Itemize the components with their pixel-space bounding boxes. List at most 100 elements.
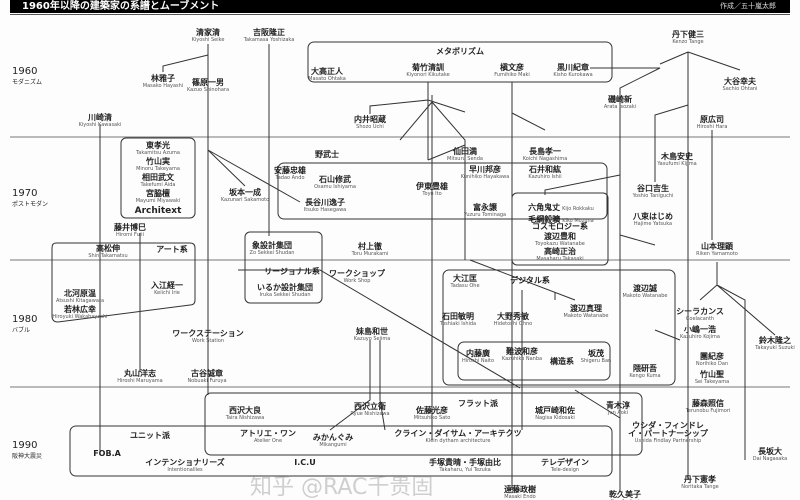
architect-name-en: Tadasu Ohe	[450, 283, 480, 289]
architect-name-jp: 清家清	[196, 28, 220, 37]
era-year: 1990	[12, 440, 38, 451]
architect-name-en: Kijo Rokkaku	[562, 206, 594, 212]
architect-name-jp: 高崎正治	[544, 247, 576, 256]
architect-name-jp: 竹山聖	[700, 370, 724, 379]
architect-name-en: Kiyoshi Kawasaki	[78, 122, 122, 128]
architect-name-en: Masato Ohtaka	[308, 76, 346, 82]
architect-name-jp: 石田敏明	[442, 312, 474, 321]
architect-name-en: Iruka Sekkei Shudan	[259, 292, 311, 298]
architext-box	[120, 137, 196, 219]
architect-name-en: Yuzuru Tominaga	[463, 212, 507, 218]
architect-name-jp: 毛綱毅曠	[528, 215, 561, 224]
architect-name-en: Dai Nagasaka	[752, 456, 788, 462]
architect-name-en: Toru Murakami	[351, 251, 389, 257]
group-label-flat: フラット派	[458, 399, 498, 408]
architect-name-en: Shin Takamatsu	[88, 253, 128, 259]
architect-name-jp: 長坂大	[757, 447, 782, 456]
architect-node: 乾久美子Kumiko Inui	[609, 491, 641, 500]
era-year: 1960	[12, 66, 38, 77]
architect-name-en: Sachio Ohtani	[722, 86, 758, 92]
architect-name-jp: 黒川紀章	[556, 63, 589, 72]
architect-name-en: Work Station	[191, 338, 225, 344]
architect-name-jp: 渡辺豊和	[543, 232, 576, 241]
era-name: モダニズム	[12, 79, 43, 86]
architect-name-jp: インテンショナリーズ	[145, 458, 225, 467]
architect-name-jp: 藤森照信	[692, 399, 724, 408]
architect-name-en: Masaki Endo	[504, 494, 536, 500]
architect-name-en: Kenzo Tange	[672, 39, 704, 45]
architect-name-en: Kisho Kurokawa	[553, 72, 593, 78]
architect-name-jp: 團紀彦	[699, 352, 724, 361]
architect-name-jp: クライン・ダイサム・アーキテクツ	[394, 429, 522, 438]
architect-name-jp: 相田武文	[141, 173, 174, 182]
architect-name-en: Kiyoshi Seike	[191, 37, 225, 43]
era-name: 阪神大震災	[12, 453, 43, 460]
architect-name-jp: 若林広幸	[63, 305, 96, 314]
architect-name-jp: 坂茂	[588, 349, 604, 358]
architect-name-en: Takaharu, Yui Tezuka	[439, 467, 491, 473]
architect-name-jp: 石山修武	[319, 175, 351, 184]
architect-name-jp: 伊東豊雄	[416, 182, 448, 191]
diagram-title: 1960年以降の建築家の系譜とムーブメント	[22, 1, 220, 12]
architect-name-jp: I.C.U	[294, 458, 316, 467]
architect-name-en: Makoto Watanabe	[622, 293, 668, 299]
architect-name-jp: 内井昭蔵	[354, 115, 386, 124]
architect-name-jp: 乾久美子	[609, 490, 641, 499]
architect-name-en: Kiyonori Kikutake	[406, 72, 450, 78]
architect-name-en: Terunobu Fujimori	[685, 408, 731, 414]
architect-name-jp: 東孝光	[146, 141, 170, 150]
architect-name-en: Kazuo Shinohara	[186, 87, 230, 93]
architect-name-jp: 小嶋一浩	[683, 325, 716, 334]
architect-name-jp: 渡辺真理	[570, 304, 602, 313]
architect-name-en: Kazuhiro Kojima	[679, 334, 721, 340]
era-name: ポストモダン	[12, 201, 49, 208]
architect-name-jp: 坂本一成	[229, 188, 261, 197]
era-1960: 1960 モダニズム	[12, 66, 42, 86]
era-year: 1980	[12, 314, 38, 325]
group-label-regional: リージョナル系	[264, 267, 320, 276]
architect-name-en: Tele-design	[550, 467, 580, 473]
title-bar: 1960年以降の建築家の系譜とムーブメント 作成／五十嵐太郎	[10, 0, 790, 13]
architect-node: I.C.U	[294, 459, 315, 468]
architect-name-en: Hiroshi Maruyama	[117, 378, 163, 384]
architect-name-en: Noritaka Tange	[681, 484, 719, 490]
architect-name-en: Work Shop	[343, 278, 371, 284]
architect-name-en: Mayumi Miyawaki	[135, 198, 181, 204]
architect-name-jp: 原広司	[699, 115, 724, 124]
nobushi-box	[277, 162, 608, 220]
architect-name-jp: 川崎清	[88, 113, 112, 122]
architect-name-jp: いるか設計集団	[257, 283, 313, 292]
structure-box	[457, 341, 611, 381]
architect-name-jp: 佐藤光彦	[416, 406, 448, 415]
architect-name-en: Nobuaki Furuya	[187, 378, 227, 384]
architect-name-en: Fumihiko Maki	[494, 72, 530, 78]
architect-name-en: Mikangumi	[319, 442, 347, 448]
architect-name-en: Mitsuhiko Sato	[413, 415, 451, 421]
watermark: 知乎 @RAC千贵固	[250, 475, 434, 500]
architect-name-jp: 石井和紘	[528, 165, 561, 174]
architect-name-en: Masako Hayashi	[142, 83, 184, 89]
architect-name-en: Shigeru Ban	[580, 358, 612, 364]
